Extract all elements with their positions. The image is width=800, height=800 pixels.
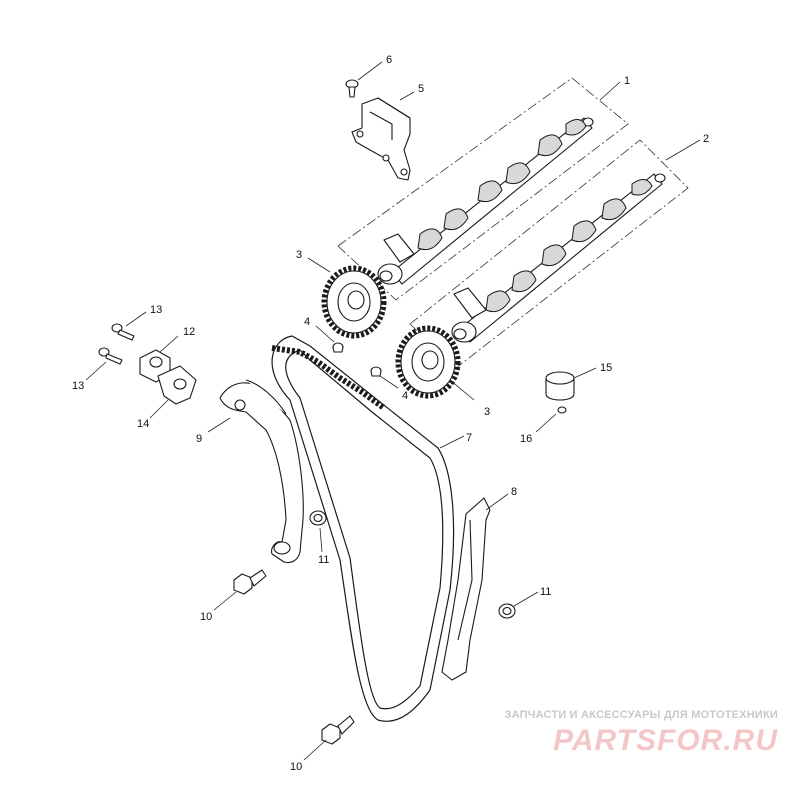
callout-11-left: 11: [318, 554, 329, 566]
part-10-bolt-lower: [321, 715, 355, 745]
callout-9: 9: [196, 433, 202, 445]
callout-6: 6: [386, 54, 392, 66]
part-14-gasket: [157, 365, 197, 405]
part-3-upper-sprocket: [321, 265, 387, 339]
part-11-washer-left: [309, 510, 327, 526]
watermark-logo: PARTSFOR.RU: [553, 724, 778, 757]
callout-14: 14: [137, 418, 149, 430]
callout-3-upper: 3: [296, 249, 302, 261]
callout-7: 7: [466, 432, 472, 444]
leader-lines: [85, 61, 701, 761]
part-8-chain-guide: [441, 497, 491, 681]
part-4-bolt-lower: [370, 366, 382, 377]
part-7-timing-chain: [271, 335, 455, 722]
callout-8: 8: [511, 486, 517, 498]
callout-10-upper: 10: [200, 611, 212, 623]
callout-15: 15: [600, 362, 612, 374]
part-16-shim: [557, 406, 567, 414]
part-3-lower-sprocket: [395, 325, 461, 399]
callout-12: 12: [183, 326, 195, 338]
callout-4-upper: 4: [304, 316, 310, 328]
callout-4-lower: 4: [402, 390, 408, 402]
part-13-bolt-lower: [98, 347, 123, 365]
callout-13-upper: 13: [150, 304, 162, 316]
watermark: ЗАПЧАСТИ И АКСЕССУАРЫ ДЛЯ МОТОТЕХНИКИ PA…: [505, 709, 778, 757]
callout-16: 16: [520, 433, 532, 445]
watermark-tagline: ЗАПЧАСТИ И АКСЕССУАРЫ ДЛЯ МОТОТЕХНИКИ: [505, 709, 778, 721]
callout-1: 1: [624, 75, 630, 87]
callout-3-lower: 3: [484, 406, 490, 418]
callout-11-right: 11: [540, 586, 551, 598]
part-15-tappet-bucket: [545, 371, 575, 401]
part-4-bolt-upper: [332, 342, 344, 353]
part-13-bolt-upper: [111, 323, 135, 341]
callout-2: 2: [703, 133, 709, 145]
part-1-camshaft: [377, 117, 594, 285]
part-6-screw: [345, 79, 359, 98]
part-9-tensioner-guide: [219, 379, 304, 564]
part-5-bracket: [351, 97, 411, 181]
callout-labels: 1 2 3 3 4 4 5 6 7 8 9 10 10 11 11 12 13 …: [72, 54, 709, 773]
part-2-camshaft: [451, 173, 666, 343]
callout-10-lower: 10: [290, 761, 302, 773]
part-10-bolt-upper: [233, 569, 267, 595]
callout-5: 5: [418, 83, 424, 95]
part-11-washer-right: [498, 603, 516, 619]
callout-13-lower: 13: [72, 380, 84, 392]
